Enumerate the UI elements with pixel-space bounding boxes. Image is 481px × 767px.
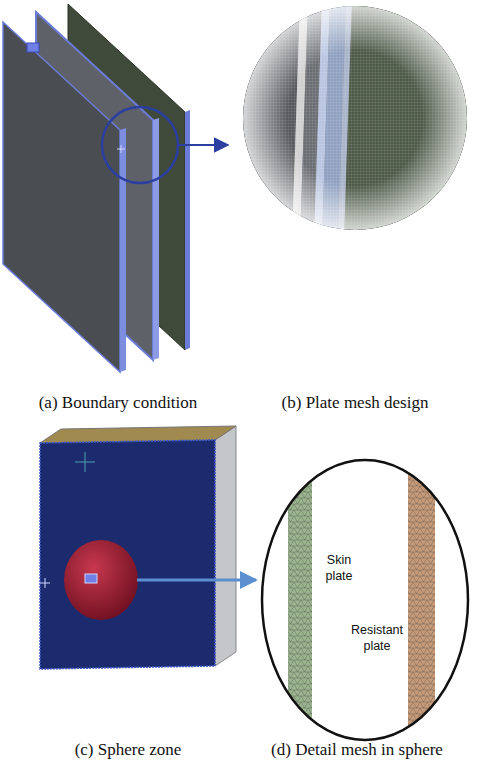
mesh-zoom	[230, 0, 481, 240]
plate-stack	[3, 4, 228, 372]
label-text: Resistant plate	[348, 623, 406, 654]
label-text: (b) Plate mesh design	[240, 393, 470, 413]
panel-caption: (d) Detail mesh in sphere	[242, 740, 472, 760]
panel-caption: (c) Sphere zone	[13, 740, 243, 760]
sphere-zone	[40, 426, 256, 669]
panel-caption: (a) Boundary condition	[3, 393, 233, 413]
part-label: Resistant plate	[348, 623, 406, 654]
label-text: Skin plate	[319, 553, 359, 584]
label-text: (d) Detail mesh in sphere	[242, 740, 472, 760]
part-label: Skin plate	[319, 553, 359, 584]
label-text: (a) Boundary condition	[3, 393, 233, 413]
panel-caption: (b) Plate mesh design	[240, 393, 470, 413]
detail-mesh	[262, 440, 468, 767]
label-text: (c) Sphere zone	[13, 740, 243, 760]
